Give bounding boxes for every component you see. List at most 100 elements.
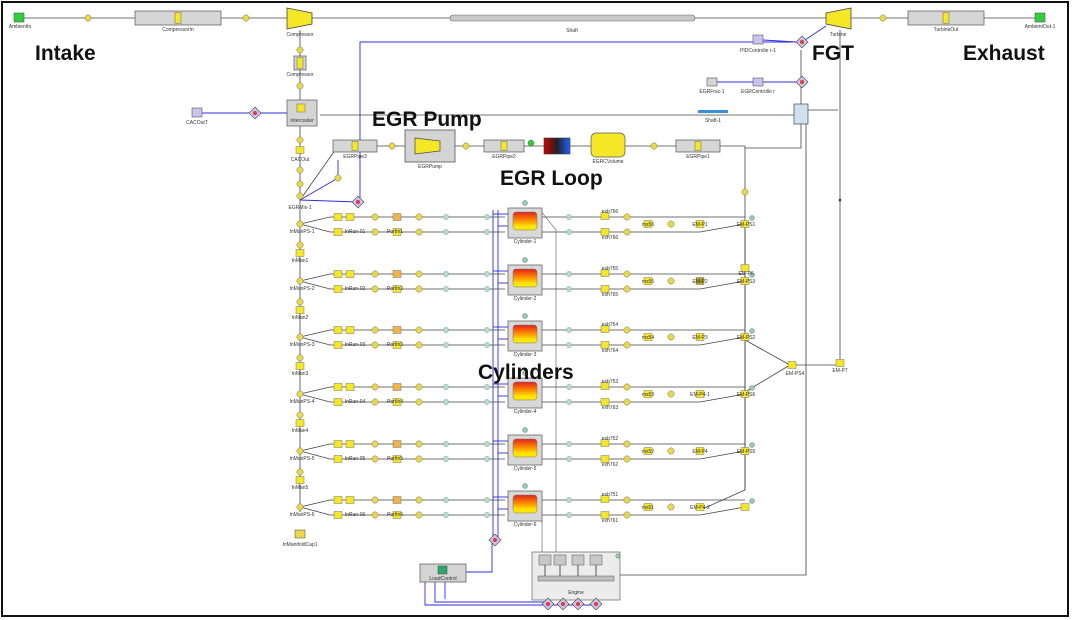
runner-b-1[interactable] — [333, 228, 343, 236]
junction-node[interactable] — [741, 188, 749, 196]
egr-frac-node[interactable] — [706, 77, 718, 87]
junction-node[interactable] — [415, 270, 423, 278]
junction-node[interactable] — [415, 326, 423, 334]
junction-node[interactable] — [667, 277, 675, 285]
runner-b-6[interactable] — [333, 511, 343, 519]
orifice-node[interactable] — [443, 512, 449, 518]
compressor-pipe[interactable] — [293, 55, 307, 71]
junction-node[interactable] — [650, 142, 658, 150]
junction-node[interactable] — [667, 390, 675, 398]
cylinder-5[interactable] — [507, 434, 543, 466]
orifice-node[interactable] — [484, 497, 490, 503]
junction-node[interactable] — [371, 341, 379, 349]
orifice-node[interactable] — [443, 229, 449, 235]
orifice-node[interactable] — [484, 441, 490, 447]
exh-b-1[interactable] — [600, 228, 610, 236]
em-junction-4[interactable] — [740, 390, 750, 398]
junction-node[interactable] — [623, 511, 631, 519]
orifice-node[interactable] — [484, 271, 490, 277]
em-junction-1[interactable] — [740, 220, 750, 228]
runner-c-6[interactable] — [345, 496, 355, 504]
port-b-2[interactable] — [392, 285, 402, 293]
em-junction-2[interactable] — [740, 277, 750, 285]
junction-node[interactable] — [623, 455, 631, 463]
junction-node[interactable] — [623, 496, 631, 504]
compressor-node[interactable] — [286, 7, 313, 30]
em-p7-node[interactable] — [835, 359, 845, 367]
em-junction-6[interactable] — [740, 503, 750, 511]
junction-node[interactable] — [623, 213, 631, 221]
em-p6-node[interactable] — [740, 264, 750, 272]
junction-node[interactable] — [371, 383, 379, 391]
exhaust-sensor[interactable] — [749, 215, 755, 221]
runner-a-1[interactable] — [333, 213, 343, 221]
junction-node[interactable] — [296, 411, 304, 419]
exh-b-2[interactable] — [600, 285, 610, 293]
runner-a-2[interactable] — [333, 270, 343, 278]
runner-a-3[interactable] — [333, 326, 343, 334]
junction-node[interactable] — [296, 180, 304, 188]
egr-temp-sensor[interactable] — [527, 139, 535, 147]
turbine-out-pipe[interactable] — [907, 10, 985, 26]
port-a-3[interactable] — [392, 326, 402, 334]
egr-pipe2[interactable] — [483, 139, 525, 153]
junction-node[interactable] — [388, 142, 396, 150]
turbine-node[interactable] — [825, 7, 852, 30]
runner-c-4[interactable] — [345, 383, 355, 391]
orifice-node[interactable] — [566, 399, 572, 405]
orifice-node[interactable] — [484, 384, 490, 390]
exh-b-3[interactable] — [600, 341, 610, 349]
orifice-node[interactable] — [443, 214, 449, 220]
pid-controller-node[interactable] — [752, 34, 764, 45]
orifice-node[interactable] — [484, 399, 490, 405]
shaft-node[interactable] — [449, 14, 696, 22]
orifice-node[interactable] — [443, 456, 449, 462]
junction-node[interactable] — [623, 383, 631, 391]
ms-pipe-5[interactable] — [643, 447, 653, 455]
ms-pipe-4[interactable] — [643, 390, 653, 398]
compressor-in-pipe[interactable] — [134, 10, 222, 26]
cac-out-pipe[interactable] — [295, 146, 305, 154]
em-ps4-node[interactable] — [787, 361, 797, 369]
orifice-node[interactable] — [566, 441, 572, 447]
orifice-node[interactable] — [443, 286, 449, 292]
junction-node[interactable] — [371, 213, 379, 221]
junction-node[interactable] — [296, 166, 304, 174]
ms-pipe-3[interactable] — [643, 333, 653, 341]
junction-node[interactable] — [667, 447, 675, 455]
ms-pipe-6[interactable] — [643, 503, 653, 511]
junction-node[interactable] — [296, 192, 304, 200]
port-a-1[interactable] — [392, 213, 402, 221]
orifice-node[interactable] — [484, 286, 490, 292]
junction-node[interactable] — [415, 496, 423, 504]
junction-node[interactable] — [462, 142, 470, 150]
junction-node[interactable] — [296, 136, 304, 144]
runner-c-3[interactable] — [345, 326, 355, 334]
manifold-junction-5[interactable] — [296, 447, 304, 455]
orifice-node[interactable] — [443, 497, 449, 503]
cylinder-3[interactable] — [507, 320, 543, 352]
manifold-link-1[interactable] — [295, 249, 305, 257]
intercooler-node[interactable] — [286, 99, 318, 127]
ms-pipe-2[interactable] — [643, 277, 653, 285]
manifold-link-4[interactable] — [295, 419, 305, 427]
junction-node[interactable] — [296, 82, 304, 90]
manifold-junction-1[interactable] — [296, 220, 304, 228]
exhaust-sensor[interactable] — [749, 442, 755, 448]
orifice-node[interactable] — [443, 384, 449, 390]
junction-node[interactable] — [296, 241, 304, 249]
egr-controller-node[interactable] — [752, 77, 764, 87]
orifice-node[interactable] — [566, 286, 572, 292]
orifice-node[interactable] — [443, 342, 449, 348]
junction-node[interactable] — [667, 333, 675, 341]
exh-b-6[interactable] — [600, 511, 610, 519]
exhaust-sensor[interactable] — [749, 498, 755, 504]
port-b-6[interactable] — [392, 511, 402, 519]
orifice-node[interactable] — [443, 399, 449, 405]
junction-node[interactable] — [623, 228, 631, 236]
runner-c-2[interactable] — [345, 270, 355, 278]
junction-node[interactable] — [371, 496, 379, 504]
junction-node[interactable] — [623, 341, 631, 349]
egr-pipe3[interactable] — [332, 139, 378, 153]
junction-node[interactable] — [371, 228, 379, 236]
